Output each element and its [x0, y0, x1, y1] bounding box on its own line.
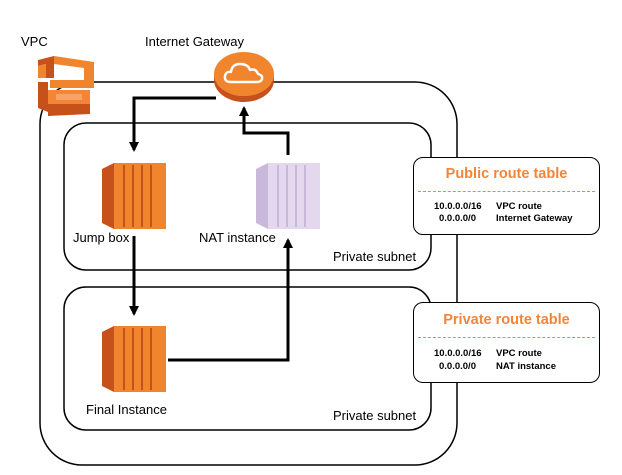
- nat-instance-icon: [256, 163, 320, 229]
- private-route-table-title: Private route table: [443, 312, 570, 328]
- private-route-target-2: NAT instance: [496, 361, 557, 372]
- final-instance-ec2-icon: [102, 326, 166, 392]
- arrow-nat-to-gateway: [239, 106, 290, 155]
- jump-box-label: Jump box: [73, 230, 130, 245]
- public-route-cidr-1: 10.0.0.0/16: [434, 201, 482, 212]
- private-route-cidr-2: 0.0.0.0/0: [439, 361, 476, 372]
- public-route-target-1: VPC route: [496, 201, 542, 212]
- internet-gateway-label: Internet Gateway: [145, 34, 244, 49]
- private-route-target-1: VPC route: [496, 348, 542, 359]
- public-route-table: Public route table 10.0.0.0/16 VPC route…: [413, 157, 600, 235]
- public-route-table-divider: [418, 191, 595, 192]
- internet-gateway-icon: [214, 52, 274, 102]
- jump-box-ec2-icon: [102, 163, 166, 229]
- arrow-final-to-nat: [168, 238, 293, 362]
- public-route-table-title: Public route table: [445, 166, 568, 182]
- public-route-target-2: Internet Gateway: [496, 213, 573, 224]
- final-instance-label: Final Instance: [86, 402, 167, 417]
- cloud-icon: [223, 62, 264, 84]
- arrow-gateway-to-jumpbox: [129, 96, 216, 152]
- subnet-top-label: Private subnet: [333, 249, 417, 264]
- vpc-label: VPC: [21, 34, 48, 49]
- subnet-bottom-label: Private subnet: [333, 408, 417, 423]
- private-route-table: Private route table 10.0.0.0/16 VPC rout…: [413, 302, 600, 383]
- private-route-table-divider: [418, 337, 595, 338]
- vpc-icon: [38, 56, 94, 116]
- public-route-cidr-2: 0.0.0.0/0: [439, 213, 476, 224]
- private-route-cidr-1: 10.0.0.0/16: [434, 348, 482, 359]
- nat-instance-label: NAT instance: [199, 230, 276, 245]
